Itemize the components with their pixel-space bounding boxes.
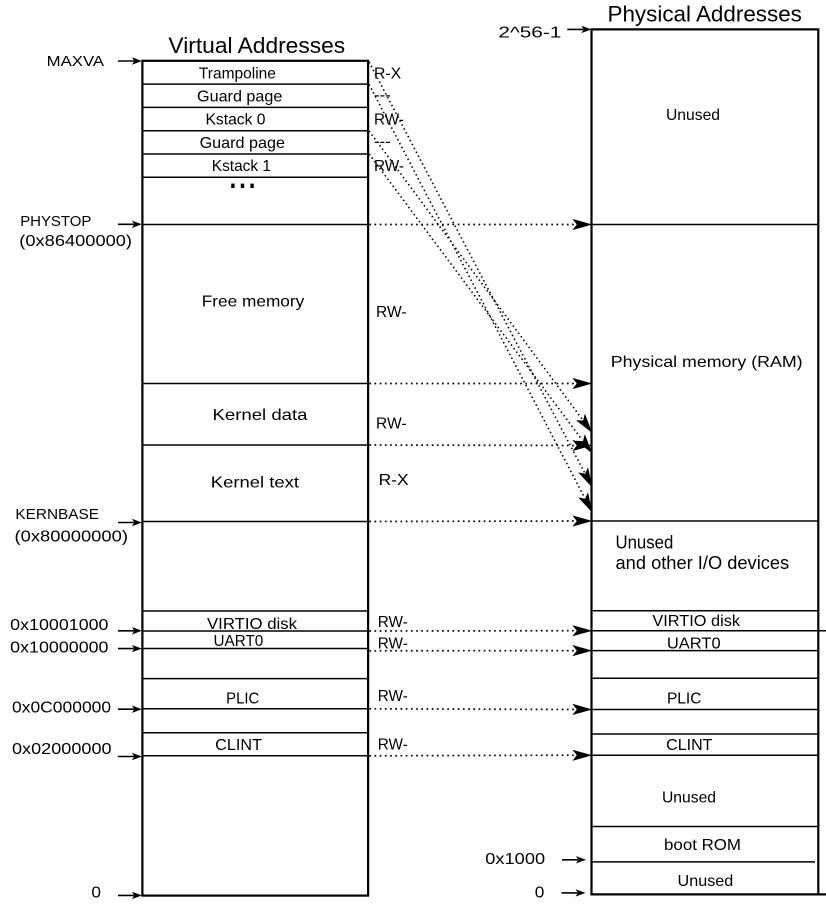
svg-text:RW-: RW- — [378, 688, 408, 705]
svg-text:Guard page: Guard page — [197, 88, 282, 105]
svg-text:PLIC: PLIC — [226, 691, 259, 708]
svg-text:0: 0 — [91, 884, 101, 901]
svg-text:Unused: Unused — [662, 790, 716, 807]
svg-text:PLIC: PLIC — [667, 691, 702, 708]
svg-text:Physical Addresses: Physical Addresses — [608, 1, 802, 26]
svg-text:Virtual Addresses: Virtual Addresses — [168, 33, 345, 58]
svg-text:Kernel text: Kernel text — [211, 475, 300, 492]
svg-text:MAXVA: MAXVA — [47, 53, 104, 70]
svg-text:RW-: RW- — [376, 304, 407, 321]
svg-text:CLINT: CLINT — [666, 737, 713, 754]
svg-text:RW-: RW- — [374, 112, 404, 129]
svg-text:Unused: Unused — [616, 533, 674, 553]
svg-text:RW-: RW- — [378, 737, 408, 754]
svg-text:RW-: RW- — [378, 614, 408, 631]
svg-text:Kstack 1: Kstack 1 — [212, 158, 271, 175]
svg-text:VIRTIO disk: VIRTIO disk — [207, 616, 298, 633]
svg-text:(0x86400000): (0x86400000) — [19, 233, 132, 250]
svg-text:0x02000000: 0x02000000 — [12, 741, 112, 758]
svg-text:0: 0 — [535, 884, 545, 901]
svg-text:RW-: RW- — [376, 416, 407, 433]
svg-text:(0x80000000): (0x80000000) — [15, 529, 129, 546]
svg-text:0x10000000: 0x10000000 — [10, 640, 108, 657]
svg-text:UART0: UART0 — [214, 633, 264, 650]
svg-text:UART0: UART0 — [667, 635, 721, 652]
svg-text:R-X: R-X — [374, 65, 402, 82]
svg-text:KERNBASE: KERNBASE — [15, 506, 99, 523]
svg-text:Free memory: Free memory — [202, 294, 305, 311]
svg-text:Kernel data: Kernel data — [213, 407, 308, 424]
svg-text:Kstack 0: Kstack 0 — [206, 112, 266, 129]
svg-text:RW-: RW- — [378, 636, 408, 653]
svg-text:and other I/O devices: and other I/O devices — [616, 553, 790, 573]
svg-text:boot ROM: boot ROM — [664, 837, 741, 854]
svg-text:0x10001000: 0x10001000 — [10, 617, 108, 634]
svg-text:---: --- — [374, 134, 391, 151]
svg-text:Unused: Unused — [666, 107, 720, 124]
svg-text:Trampoline: Trampoline — [199, 65, 276, 82]
svg-text:CLINT: CLINT — [215, 737, 262, 754]
svg-text:---: --- — [374, 87, 391, 104]
svg-text:Guard page: Guard page — [200, 135, 285, 152]
svg-text:Physical memory (RAM): Physical memory (RAM) — [611, 354, 803, 371]
svg-text:Unused: Unused — [678, 873, 734, 890]
svg-text:0x1000: 0x1000 — [485, 851, 545, 868]
svg-text:RW-: RW- — [374, 158, 404, 175]
svg-text:VIRTIO disk: VIRTIO disk — [652, 613, 741, 630]
svg-text:0x0C000000: 0x0C000000 — [12, 700, 111, 717]
svg-text:2^56-1: 2^56-1 — [498, 25, 561, 42]
svg-text:PHYSTOP: PHYSTOP — [20, 213, 91, 230]
svg-text:R-X: R-X — [379, 472, 409, 489]
